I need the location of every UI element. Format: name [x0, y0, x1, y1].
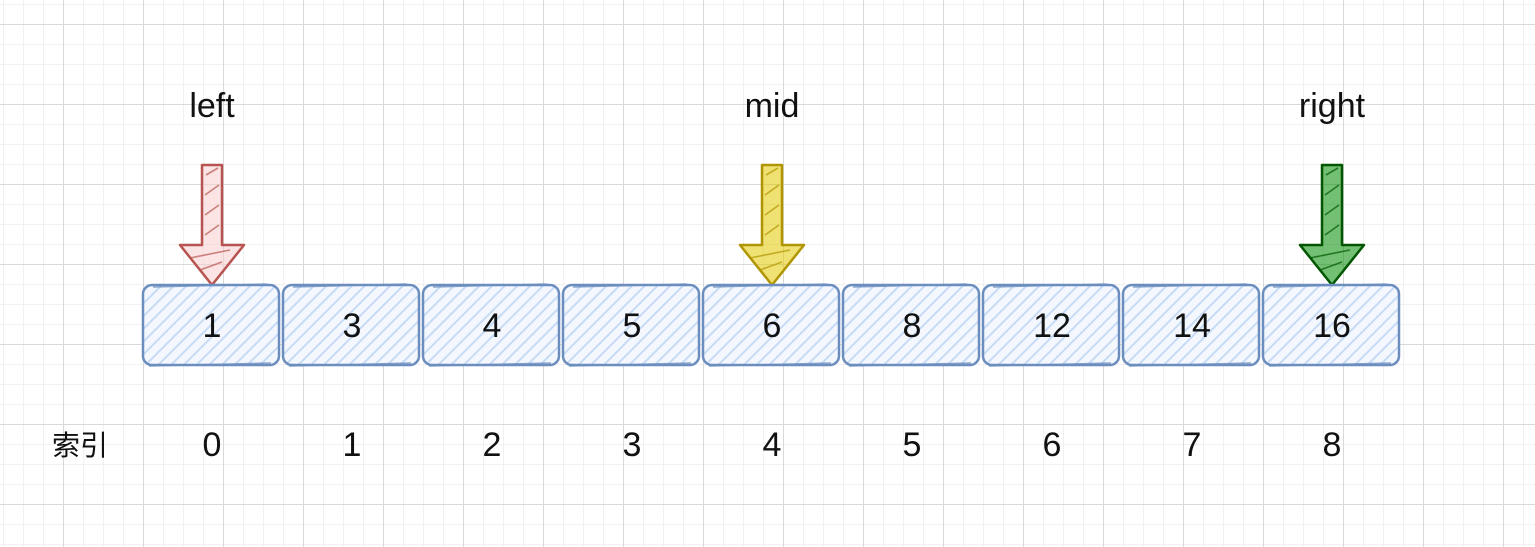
- down-arrow-icon: [178, 163, 246, 287]
- cell-value: 6: [763, 307, 782, 345]
- cell-value: 1: [203, 307, 222, 345]
- down-arrow-icon: [1298, 163, 1366, 287]
- cell-value: 8: [903, 307, 922, 345]
- pointer-label: left: [189, 87, 235, 125]
- pointers-layer: left mid right: [178, 87, 1366, 287]
- down-arrow-icon: [738, 163, 806, 287]
- array-cell: 6: [701, 283, 841, 367]
- cell-sketch-stroke: [428, 283, 552, 367]
- cell-sketch-stroke: [1128, 283, 1252, 367]
- cell-sketch-stroke: [708, 283, 832, 367]
- index-row: 索引 0 1 2 3 4 5 6 7 8: [52, 426, 1341, 464]
- array-cells: 1 3 4 5 6 8 12 14 16: [141, 283, 1401, 367]
- arrow-hatch: [1309, 167, 1351, 271]
- array-cell: 14: [1121, 283, 1261, 367]
- array-cell: 5: [561, 283, 701, 367]
- index-caption: 索引: [52, 430, 108, 461]
- pointer-mid: mid: [738, 87, 806, 287]
- cell-value: 16: [1313, 307, 1351, 345]
- cell-value: 14: [1173, 307, 1211, 345]
- index-value: 6: [1043, 426, 1062, 464]
- cell-sketch-stroke: [148, 283, 272, 367]
- cell-sketch-stroke: [288, 283, 412, 367]
- arrow-hatch: [189, 167, 231, 271]
- pointer-label: mid: [745, 87, 800, 125]
- index-value: 3: [623, 426, 642, 464]
- index-value: 4: [763, 426, 782, 464]
- array-cell: 16: [1261, 283, 1401, 367]
- array-cell: 3: [281, 283, 421, 367]
- pointer-right: right: [1298, 87, 1366, 287]
- pointer-left: left: [178, 87, 246, 287]
- cell-value: 12: [1033, 307, 1071, 345]
- cell-value: 3: [343, 307, 362, 345]
- array-cell: 8: [841, 283, 981, 367]
- index-value: 1: [343, 426, 362, 464]
- cell-sketch-stroke: [568, 283, 692, 367]
- cell-sketch-stroke: [988, 283, 1112, 367]
- array-cell: 1: [141, 283, 281, 367]
- cell-sketch-stroke: [1268, 283, 1392, 367]
- cell-value: 4: [483, 307, 502, 345]
- cell-value: 5: [623, 307, 642, 345]
- cell-sketch-stroke: [848, 283, 972, 367]
- index-value: 0: [203, 426, 222, 464]
- index-value: 2: [483, 426, 502, 464]
- index-value: 7: [1183, 426, 1202, 464]
- arrow-hatch: [749, 167, 791, 271]
- index-value: 5: [903, 426, 922, 464]
- pointer-label: right: [1299, 87, 1366, 125]
- array-cell: 12: [981, 283, 1121, 367]
- index-value: 8: [1323, 426, 1342, 464]
- array-cell: 4: [421, 283, 561, 367]
